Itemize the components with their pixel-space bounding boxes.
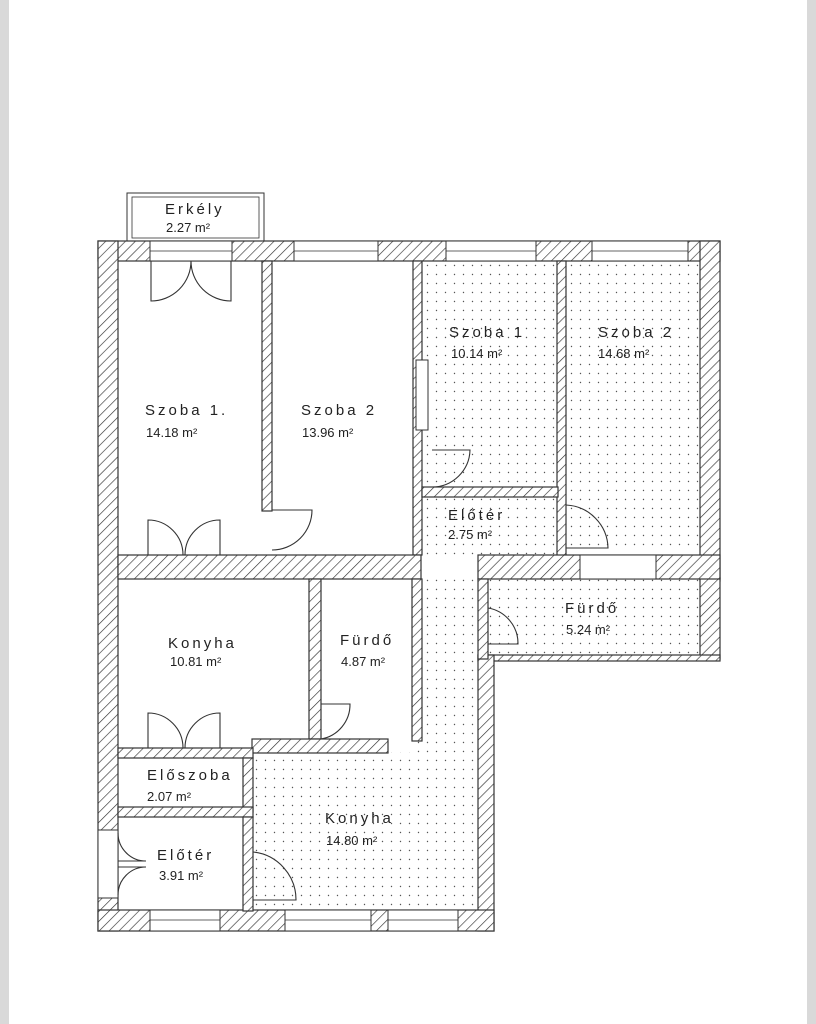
room-szoba2-area: 13.96 m²	[302, 425, 354, 440]
new-konyha-area: 14.80 m²	[326, 833, 378, 848]
windows	[97, 240, 689, 932]
new-szoba2-name: Szoba 2	[598, 324, 674, 341]
new-szoba2-area: 14.68 m²	[598, 346, 650, 361]
room-labels: Erkély 2.27 m² Szoba 1. 14.18 m² Szoba 2…	[145, 201, 674, 883]
room-furdo-name: Fürdő	[340, 632, 394, 649]
new-szoba1-area: 10.14 m²	[451, 346, 503, 361]
balcony-area: 2.27 m²	[166, 220, 211, 235]
left-edge-bar	[0, 0, 9, 1024]
room-eloszoba-area: 2.07 m²	[147, 789, 192, 804]
balcony-name: Erkély	[165, 201, 225, 218]
doors	[117, 260, 609, 901]
new-szoba1-name: Szoba 1	[449, 324, 525, 341]
new-eloter-name: Előtér	[448, 507, 505, 524]
right-edge-bar	[807, 0, 816, 1024]
room-furdo-area: 4.87 m²	[341, 654, 386, 669]
room-konyha-area: 10.81 m²	[170, 654, 222, 669]
new-eloter-area: 2.75 m²	[448, 527, 493, 542]
room-szoba1-area: 14.18 m²	[146, 425, 198, 440]
room-eloter-name: Előtér	[157, 847, 214, 864]
room-eloszoba-name: Előszoba	[147, 767, 233, 784]
room-konyha-name: Konyha	[168, 635, 237, 652]
room-szoba1-name: Szoba 1.	[145, 402, 228, 419]
new-konyha-name: Konyha	[325, 810, 394, 827]
new-furdo-area: 5.24 m²	[566, 622, 611, 637]
room-eloter-area: 3.91 m²	[159, 868, 204, 883]
room-szoba2-name: Szoba 2	[301, 402, 377, 419]
new-furdo-name: Fürdő	[565, 600, 619, 617]
